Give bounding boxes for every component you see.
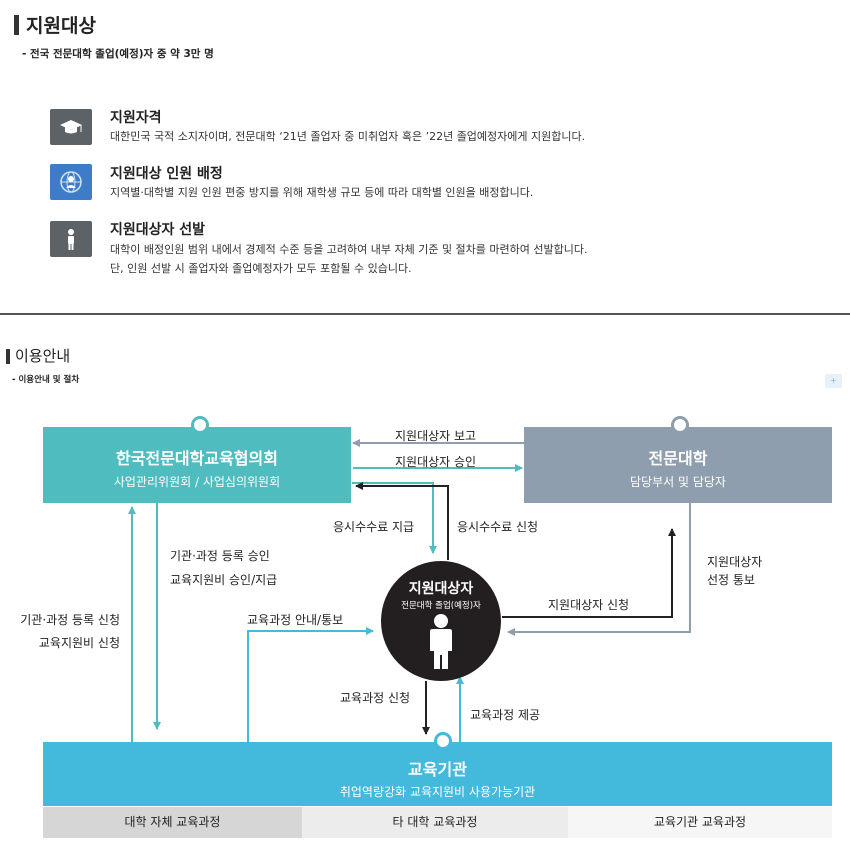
council-subtitle: 사업관리위원회 / 사업심의위원회 — [113, 475, 281, 489]
guide-subtitle: - 이용안내 및 절차 — [12, 375, 80, 385]
expand-button[interactable]: + — [825, 374, 842, 388]
council-box: 한국전문대학교육협의회 사업관리위원회 / 사업심의위원회 — [43, 427, 351, 503]
guide-title: 이용안내 — [15, 347, 71, 365]
college-title: 전문대학 — [648, 449, 708, 468]
candidate-subtitle: 전문대학 졸업(예정)자 — [401, 601, 481, 611]
college-ring — [671, 416, 689, 434]
selection-desc-line1: 대학이 배정인원 범위 내에서 경제적 수준 등을 고려하여 내부 자체 기준 … — [110, 243, 588, 256]
label-fee-pay: 응시수수료 지급 — [333, 520, 415, 534]
candidate-circle: 지원대상자 전문대학 졸업(예정)자 — [381, 561, 501, 681]
guide-title-bar — [6, 349, 10, 364]
label-fee-request: 응시수수료 신청 — [457, 520, 539, 534]
council-ring — [191, 416, 209, 434]
section-divider — [0, 313, 850, 315]
institution-subtitle: 취업역량강화 교육지원비 사용가능기관 — [339, 785, 536, 799]
institution-ring — [434, 732, 452, 750]
candidate-person-icon — [430, 614, 452, 669]
globe-people-icon — [50, 164, 92, 200]
tab-institution-course[interactable]: 교육기관 교육과정 — [568, 807, 832, 838]
graduation-cap-icon — [50, 109, 92, 145]
allocation-desc: 지역별·대학별 지원 인원 편중 방지를 위해 재학생 규모 등에 따라 대학별… — [110, 186, 534, 199]
institution-box: 교육기관 취업역량강화 교육지원비 사용가능기관 — [43, 742, 832, 806]
label-approve: 지원대상자 승인 — [395, 455, 477, 469]
person-icon — [50, 221, 92, 257]
label-selection-notice-2: 선정 통보 — [707, 573, 755, 587]
label-report: 지원대상자 보고 — [395, 429, 477, 443]
label-candidate-request: 지원대상자 신청 — [548, 598, 630, 612]
tab-own-college-course[interactable]: 대학 자체 교육과정 — [43, 807, 302, 838]
label-course-apply: 교육과정 신청 — [340, 691, 411, 705]
qualification-title: 지원자격 — [110, 110, 162, 126]
college-subtitle: 담당부서 및 담당자 — [630, 475, 726, 489]
label-course-provide: 교육과정 제공 — [470, 708, 541, 722]
section-title: 지원대상 — [26, 15, 96, 37]
council-title: 한국전문대학교육협의회 — [116, 449, 278, 468]
label-reg-request-2: 교육지원비 신청 — [38, 636, 120, 650]
selection-desc-line2: 단, 인원 선발 시 졸업자와 졸업예정자가 모두 포함될 수 있습니다. — [110, 262, 412, 275]
label-reg-approve-2: 교육지원비 승인/지급 — [170, 573, 278, 587]
qualification-desc: 대한민국 국적 소지자이며, 전문대학 ‘21년 졸업자 중 미취업자 혹은 ’… — [110, 130, 586, 143]
institution-title: 교육기관 — [408, 760, 467, 779]
label-reg-request-1: 기관·과정 등록 신청 — [20, 613, 120, 627]
section-subtitle: - 전국 전문대학 졸업(예정)자 중 약 3만 명 — [22, 48, 214, 60]
label-course-notice: 교육과정 안내/통보 — [247, 613, 344, 627]
label-reg-approve-1: 기관·과정 등록 승인 — [170, 549, 270, 563]
section-title-bar — [14, 15, 19, 35]
tab-other-college-course[interactable]: 타 대학 교육과정 — [302, 807, 568, 838]
label-selection-notice-1: 지원대상자 — [707, 555, 763, 569]
allocation-title: 지원대상 인원 배정 — [110, 166, 223, 182]
selection-title: 지원대상자 선발 — [110, 222, 206, 238]
college-box: 전문대학 담당부서 및 담당자 — [524, 427, 832, 503]
candidate-title: 지원대상자 — [408, 581, 474, 597]
